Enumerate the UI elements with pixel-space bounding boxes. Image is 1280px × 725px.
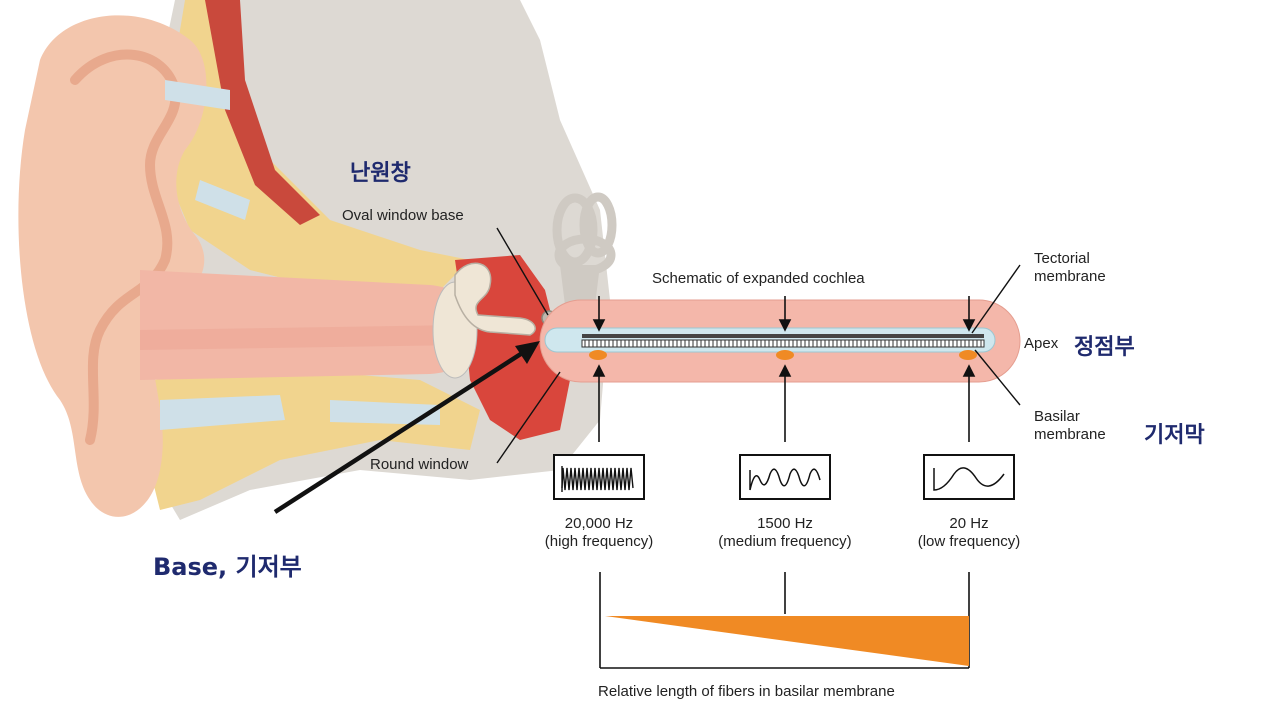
ossicles	[454, 262, 536, 336]
waveform-high	[561, 467, 634, 491]
resonance-node-low	[959, 350, 977, 360]
waveform-box-low	[923, 454, 1015, 500]
basilar-membrane-label: Basilar membrane	[1034, 408, 1106, 443]
waveform-box-medium	[739, 454, 831, 500]
vestibule	[560, 265, 600, 305]
frequency-label-low: 20 Hz (low frequency)	[917, 515, 1021, 550]
waveform-low	[933, 467, 1005, 491]
response-arrows	[592, 364, 976, 442]
tectorial-membrane	[582, 334, 984, 338]
pointer-lines	[496, 227, 1021, 464]
oval-window-korean-label: 난원창	[350, 161, 411, 186]
waveform-boxes	[553, 454, 1015, 500]
tectorial-membrane-label: Tectorial membrane	[1034, 250, 1106, 285]
fiber-length-caption: Relative length of fibers in basilar mem…	[598, 683, 895, 700]
ear-illustration	[18, 0, 617, 520]
base-korean-label: Base, 기저부	[153, 553, 302, 581]
basilar-membrane	[581, 339, 985, 348]
apex-label: Apex	[1024, 335, 1059, 352]
pinna-fold	[70, 49, 181, 445]
ear-canal-shade	[140, 325, 465, 350]
input-arrows	[592, 296, 976, 332]
muscle-strip	[205, 0, 320, 225]
resonance-node-high	[589, 350, 607, 360]
round-window-label: Round window	[370, 456, 469, 473]
schematic-title: Schematic of expanded cochlea	[652, 270, 865, 287]
fiber-length-wedge	[605, 616, 969, 666]
apex-korean-label: 정점부	[1074, 335, 1135, 360]
resonance-node-medium	[776, 350, 794, 360]
waveform-medium	[749, 468, 821, 491]
ear-canal	[140, 270, 470, 380]
frequency-label-high: 20,000 Hz (high frequency)	[544, 515, 654, 550]
fiber-length-graphic	[599, 572, 970, 669]
basilar-membrane-korean-label: 기저막	[1144, 423, 1205, 448]
middle-ear-cavity	[455, 255, 570, 440]
base-arrow	[273, 341, 540, 514]
frequency-label-medium: 1500 Hz (medium frequency)	[718, 515, 852, 550]
cochlea-schematic	[539, 296, 1021, 442]
waveform-box-high	[553, 454, 645, 500]
oval-window-base-label: Oval window base	[342, 207, 464, 224]
